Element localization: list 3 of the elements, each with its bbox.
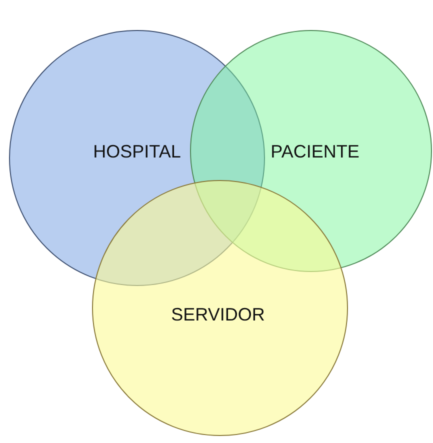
- set-label: HOSPITAL: [93, 142, 181, 162]
- set-label: SERVIDOR: [171, 304, 265, 326]
- set-label: PACIENTE: [270, 142, 360, 162]
